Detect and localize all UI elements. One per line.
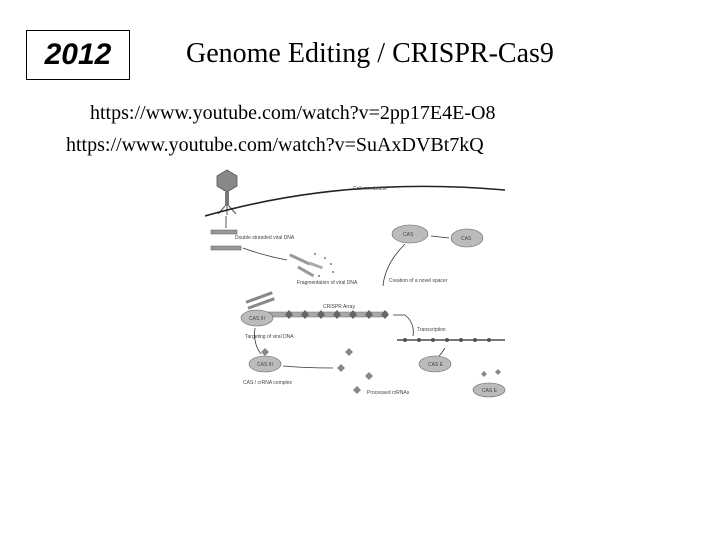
label-crispr-array: CRISPR Array [323, 304, 355, 310]
label-transcription: Transcription [417, 327, 446, 333]
viral-dna-strand [210, 216, 242, 251]
cas-e-protein-lower: CAS E [472, 382, 506, 398]
year-badge: 2012 [26, 30, 130, 80]
svg-text:CAS E: CAS E [482, 388, 498, 394]
dna-fragments [289, 253, 334, 278]
svg-text:CAS E: CAS E [428, 362, 444, 368]
label-targeting: Targeting of viral DNA [245, 334, 294, 340]
cas-crrna-complex: CAS III [248, 348, 282, 373]
svg-text:CAS III: CAS III [257, 362, 273, 368]
svg-text:CAS: CAS [403, 232, 414, 238]
cas-protein-right: CAS [450, 228, 484, 248]
video-link-2[interactable]: https://www.youtube.com/watch?v=SuAxDVBt… [66, 134, 484, 156]
label-complex: CAS / crRNA complex [243, 380, 292, 386]
label-cell-membrane: Cell membrane [353, 186, 387, 192]
pre-crrna-transcript [397, 338, 505, 342]
label-spacer: Creation of a novel spacer [389, 278, 448, 284]
crispr-array [266, 310, 389, 319]
crispr-mechanism-figure: Cell membrane Double stranded viral DNA … [205, 169, 506, 398]
video-link-1[interactable]: https://www.youtube.com/watch?v=2pp17E4E… [90, 102, 496, 124]
label-viral-dna: Double stranded viral DNA [235, 235, 295, 241]
cas-e-protein: CAS E [418, 355, 452, 373]
processed-crrnas [337, 348, 501, 394]
label-fragmentation: Fragmentation of viral DNA [297, 280, 358, 286]
cas-protein-top: CAS [391, 224, 429, 244]
svg-text:CAS: CAS [461, 236, 472, 242]
svg-text:CAS III: CAS III [249, 316, 265, 322]
slide-title: Genome Editing / CRISPR-Cas9 [186, 38, 554, 69]
cas-iii-complex: CAS III [240, 291, 275, 327]
cell-membrane-curve [205, 185, 506, 217]
label-processed: Processed crRNAs [367, 390, 410, 396]
